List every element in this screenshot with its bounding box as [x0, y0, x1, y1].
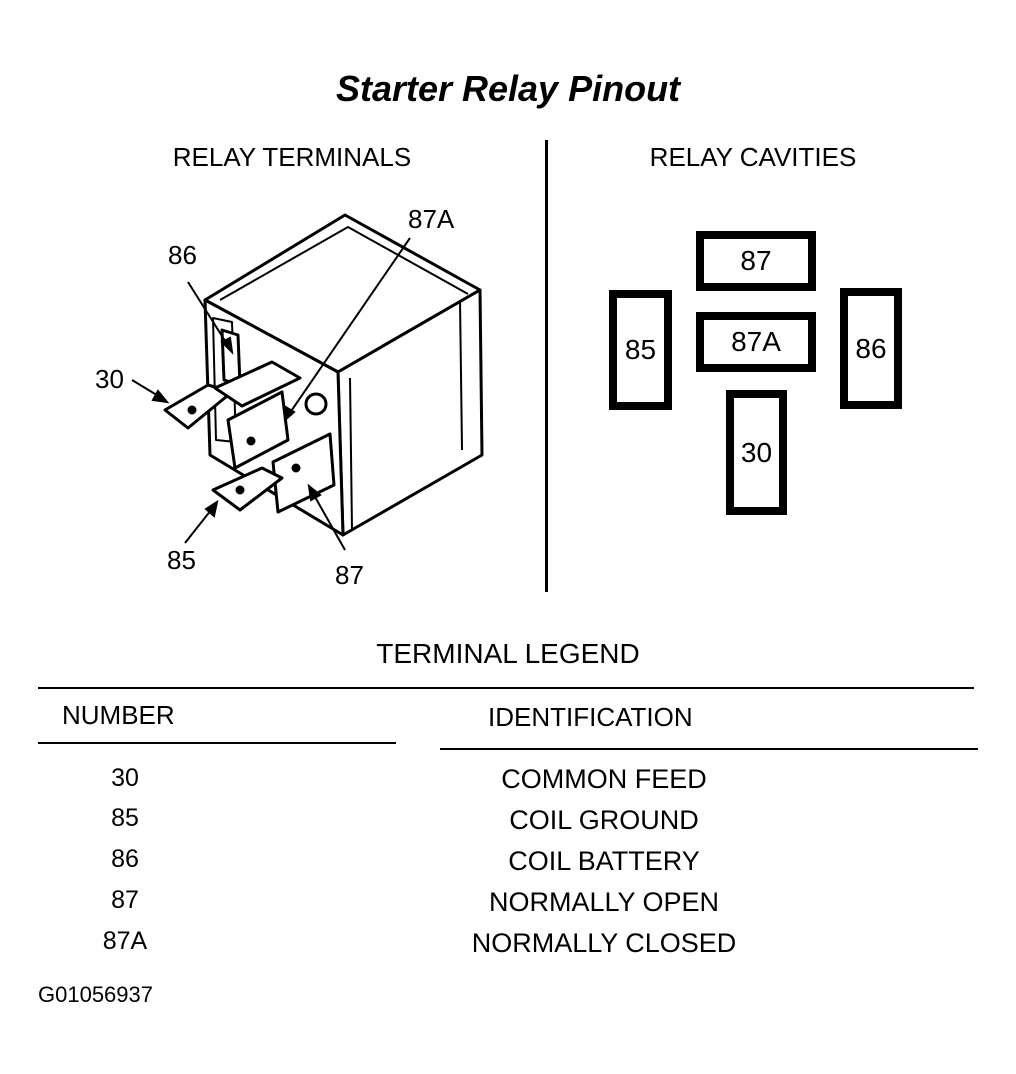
legend-row-number: 87	[111, 886, 139, 914]
arrowhead-87a	[282, 404, 296, 423]
terminal-label-30: 30	[95, 364, 124, 394]
cavity-85: 85	[609, 290, 672, 410]
legend-row-identification: NORMALLY CLOSED	[471, 928, 737, 958]
arrowhead-86	[220, 336, 234, 355]
legend-row-number: 85	[111, 804, 139, 832]
legend-col-identification: IDENTIFICATION	[488, 702, 693, 732]
arrowhead-87	[307, 483, 322, 502]
terminal-label-87: 87	[335, 560, 364, 590]
legend-row-identification: COIL GROUND	[509, 805, 699, 835]
legend-row-number: 86	[111, 845, 139, 873]
terminal-label-86: 86	[168, 240, 197, 270]
legend-row-number: 30	[111, 764, 139, 792]
relay-terminals-heading: RELAY TERMINALS	[172, 142, 412, 172]
legend-title: TERMINAL LEGEND	[376, 638, 640, 669]
arrowhead-30	[151, 389, 170, 404]
relay-cavities-heading: RELAY CAVITIES	[649, 142, 857, 172]
arrowhead-85	[204, 499, 219, 518]
cavity-87a: 87A	[696, 312, 816, 372]
cavity-86: 86	[840, 288, 902, 409]
legend-header-rule-right	[440, 748, 978, 750]
cavity-30: 30	[726, 390, 787, 515]
cavity-87: 87	[696, 231, 816, 291]
legend-row-number: 87A	[102, 927, 148, 955]
legend-header-rule-left	[38, 742, 396, 744]
legend-row-identification: NORMALLY OPEN	[488, 887, 720, 917]
diagram-title: Starter Relay Pinout	[335, 68, 681, 109]
relay-illustration	[131, 213, 484, 551]
terminal-label-87a: 87A	[408, 204, 455, 234]
figure-id: G01056937	[38, 982, 153, 1007]
panel-divider	[545, 140, 548, 592]
legend-top-rule	[38, 687, 974, 689]
legend-row-identification: COIL BATTERY	[508, 846, 700, 876]
terminal-label-85: 85	[167, 545, 196, 575]
legend-row-identification: COMMON FEED	[501, 764, 707, 794]
legend-col-number: NUMBER	[62, 700, 175, 730]
leader-87a	[284, 237, 411, 421]
